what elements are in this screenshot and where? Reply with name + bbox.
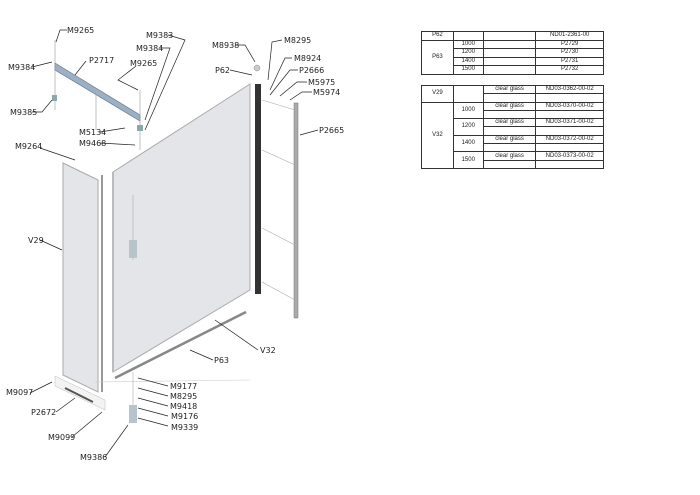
size-cell: 1400 bbox=[452, 56, 484, 66]
glass-cell: clear glass bbox=[482, 134, 537, 145]
part-cell: V32 bbox=[421, 101, 454, 169]
label-p62: P62 bbox=[215, 66, 230, 75]
label-m9176: M9176 bbox=[171, 412, 198, 421]
bar-p2717 bbox=[54, 62, 141, 122]
label-m9385: M9385 bbox=[10, 108, 37, 117]
table-row: 1500 P2732 bbox=[422, 65, 604, 75]
size-cell: 1500 bbox=[452, 151, 484, 169]
label-p2717: P2717 bbox=[89, 56, 114, 65]
label-m9339: M9339 bbox=[171, 423, 198, 432]
label-v29: V29 bbox=[28, 236, 44, 245]
code-cell: P2731 bbox=[535, 56, 604, 66]
code-cell: ND01-2361-00 bbox=[535, 31, 604, 41]
size-cell: 1000 bbox=[452, 101, 484, 120]
glass-parts-table: V29 clear glass ND03-0362-00-02 V32 1000… bbox=[421, 84, 604, 169]
seal-p2672 bbox=[64, 387, 94, 403]
label-m9384: M9384 bbox=[8, 63, 35, 72]
label-m8295: M8295 bbox=[170, 392, 197, 401]
code-cell: ND03-0373-00-02 bbox=[535, 151, 604, 161]
wall-profile-p62 bbox=[255, 84, 261, 294]
label-m9383: M9383 bbox=[146, 31, 173, 40]
size-cell: 1400 bbox=[452, 134, 484, 153]
table-row: P62 ND01-2361-00 bbox=[421, 31, 604, 41]
label-m8938: M8938 bbox=[212, 41, 239, 50]
label-m9468: M9468 bbox=[79, 139, 106, 148]
table-row: P63 1000 P2729 bbox=[421, 39, 604, 75]
label-m8924: M8924 bbox=[294, 54, 321, 63]
label-v32: V32 bbox=[260, 346, 276, 355]
code-cell: ND03-0372-00-02 bbox=[535, 134, 604, 145]
glass-panel-v29 bbox=[62, 162, 99, 393]
part-cell: V29 bbox=[421, 85, 454, 103]
table-row: V32 1000 clear glass ND03-0370-00-02 bbox=[421, 101, 604, 169]
code-cell: ND03-0371-00-02 bbox=[535, 118, 604, 128]
profile-p2665 bbox=[293, 102, 299, 319]
glass-cell: clear glass bbox=[482, 101, 537, 111]
label-p63: P63 bbox=[214, 356, 229, 365]
code-cell: P2730 bbox=[535, 48, 604, 58]
code-cell: ND03-0362-00-02 bbox=[535, 84, 604, 95]
part-cell: P62 bbox=[421, 31, 454, 41]
glass-cell: clear glass bbox=[482, 118, 537, 128]
label-m9177: M9177 bbox=[170, 382, 197, 391]
label-m5134: M5134 bbox=[79, 128, 106, 137]
label-p2672: P2672 bbox=[31, 408, 56, 417]
label-m9099: M9099 bbox=[48, 433, 75, 442]
bottom-profile-p63 bbox=[114, 310, 247, 380]
label-m9097: M9097 bbox=[6, 388, 33, 397]
size-cell: 1200 bbox=[452, 118, 484, 136]
label-m8295: M8295 bbox=[284, 36, 311, 45]
code-cell: P2729 bbox=[535, 39, 604, 49]
glass-cell: clear glass bbox=[482, 84, 537, 95]
label-m9386: M9386 bbox=[80, 453, 107, 462]
label-p2666: P2666 bbox=[299, 66, 324, 75]
label-m5975: M5975 bbox=[308, 78, 335, 87]
code-cell: ND03-0370-00-02 bbox=[535, 101, 604, 111]
part-cell: P63 bbox=[421, 39, 454, 75]
label-m9384: M9384 bbox=[136, 44, 163, 53]
table-row: 1500 clear glass ND03-0373-00-02 bbox=[422, 151, 604, 169]
label-m9265: M9265 bbox=[67, 26, 94, 35]
size-cell: 1200 bbox=[452, 48, 484, 58]
label-m9265: M9265 bbox=[130, 59, 157, 68]
code-cell: P2732 bbox=[535, 65, 604, 75]
glass-panel-v32 bbox=[112, 83, 251, 373]
label-m9264: M9264 bbox=[15, 142, 42, 151]
glass-cell: clear glass bbox=[482, 151, 537, 161]
label-m9418: M9418 bbox=[170, 402, 197, 411]
size-cell: 1000 bbox=[452, 39, 484, 49]
size-cell: 1500 bbox=[452, 65, 484, 75]
label-p2665: P2665 bbox=[319, 126, 344, 135]
table-row: V29 clear glass ND03-0362-00-02 bbox=[421, 84, 604, 103]
label-m5974: M5974 bbox=[313, 88, 340, 97]
